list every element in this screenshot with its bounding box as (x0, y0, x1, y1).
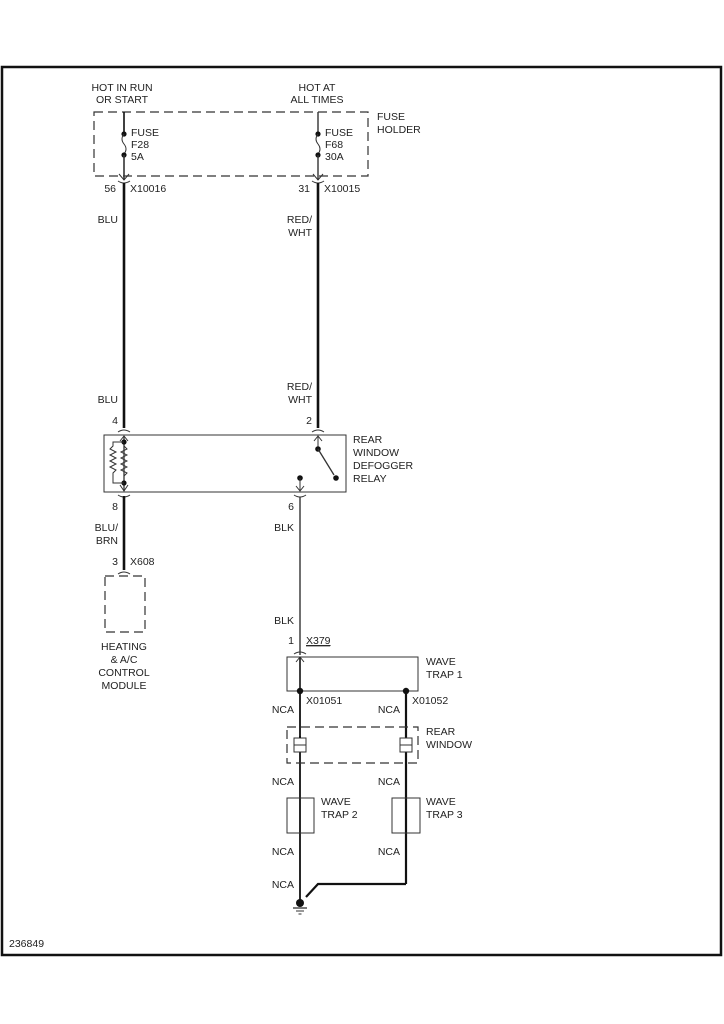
wave-trap-3-label-line1: WAVE (426, 796, 456, 808)
relay-box (103, 434, 347, 493)
wire-label-blk-lower: BLK (274, 615, 294, 627)
connector-x10015: X10015 (324, 183, 360, 195)
pin-56: 56 (104, 183, 116, 195)
rear-window-grid-left (293, 736, 307, 753)
connector-x608: X608 (130, 556, 155, 568)
wire-label-blk-upper: BLK (274, 522, 294, 534)
fuse-holder-box (93, 111, 369, 177)
rear-window-box (286, 726, 419, 764)
relay-pin-2: 2 (306, 415, 312, 427)
wave-trap-1-label-line1: WAVE (426, 656, 456, 668)
fuse-f28-line3: 5A (131, 151, 144, 163)
wave-trap-2-box (286, 797, 315, 834)
wire-label-blu-lower: BLU (98, 394, 118, 406)
relay-pin-8: 8 (112, 501, 118, 513)
fuse-f28 (118, 112, 130, 181)
wire-label-nca-2: NCA (378, 704, 400, 716)
rear-window-label-line1: REAR (426, 726, 456, 738)
diagram-frame (0, 65, 723, 957)
wire-label-redwht-upper-2: WHT (288, 227, 312, 239)
fuse-f28-line2: F28 (131, 139, 149, 151)
fuse-f28-line1: FUSE (131, 127, 159, 139)
rear-window-grid-right (399, 737, 413, 753)
wire-label-blubrn-2: BRN (96, 535, 118, 547)
wave-trap-2-label-line2: TRAP 2 (321, 809, 358, 821)
wave-trap-1-label-line2: TRAP 1 (426, 669, 463, 681)
connector-x10016: X10016 (130, 183, 166, 195)
hvac-label-line3: CONTROL (98, 667, 149, 679)
hvac-label-line1: HEATING (101, 641, 147, 653)
ground-icon (293, 899, 307, 915)
hvac-pin-3: 3 (112, 556, 118, 568)
source-left-line1: HOT IN RUN (91, 82, 152, 94)
wire-label-blu-upper: BLU (98, 214, 118, 226)
hvac-label-line2: & A/C (111, 654, 138, 666)
hvac-label-line4: MODULE (102, 680, 147, 692)
wire-label-blubrn-1: BLU/ (95, 522, 118, 534)
fuse-f68 (312, 112, 324, 181)
connector-x01051: X01051 (306, 695, 342, 707)
wire-label-nca-7: NCA (272, 879, 294, 891)
wire-label-redwht-lower-1: RED/ (287, 381, 312, 393)
diagram-id: 236849 (9, 938, 44, 950)
relay-label-line1: REAR (353, 434, 383, 446)
wire-label-nca-4: NCA (378, 776, 400, 788)
wire-label-redwht-lower-2: WHT (288, 394, 312, 406)
connector-x10016-symbol (117, 180, 131, 184)
relay-coil (108, 435, 129, 492)
wire-nca-ground-join (305, 882, 406, 898)
wave-trap-1-pin: 1 (288, 635, 294, 647)
relay-pin-4: 4 (112, 415, 118, 427)
source-left-line2: OR START (96, 94, 149, 106)
fuse-holder-label-line1: FUSE (377, 111, 405, 123)
pin-31: 31 (298, 183, 310, 195)
connector-x10015-symbol (311, 180, 325, 184)
hvac-module-box (104, 575, 146, 633)
fuse-holder-label-line2: HOLDER (377, 124, 421, 136)
wire-label-nca-6: NCA (378, 846, 400, 858)
wave-trap-3-label-line2: TRAP 3 (426, 809, 463, 821)
connector-x01052: X01052 (412, 695, 448, 707)
source-right-line2: ALL TIMES (290, 94, 343, 106)
relay-label-line4: RELAY (353, 473, 387, 485)
wire-label-nca-1: NCA (272, 704, 294, 716)
fuse-f68-line2: F68 (325, 139, 343, 151)
wave-trap-2-label-line1: WAVE (321, 796, 351, 808)
connector-x379: X379 (306, 635, 331, 647)
fuse-f68-line3: 30A (325, 151, 344, 163)
relay-switch (295, 435, 339, 492)
wire-label-nca-3: NCA (272, 776, 294, 788)
wave-trap-3-box (391, 797, 421, 834)
relay-pin-6: 6 (288, 501, 294, 513)
relay-label-line3: DEFOGGER (353, 460, 414, 472)
relay-label-line2: WINDOW (353, 447, 399, 459)
rear-window-label-line2: WINDOW (426, 739, 472, 751)
source-right-line1: HOT AT (299, 82, 337, 94)
wire-label-nca-5: NCA (272, 846, 294, 858)
fuse-f68-line1: FUSE (325, 127, 353, 139)
wave-trap-1-box (286, 656, 419, 692)
wire-label-redwht-upper-1: RED/ (287, 214, 312, 226)
